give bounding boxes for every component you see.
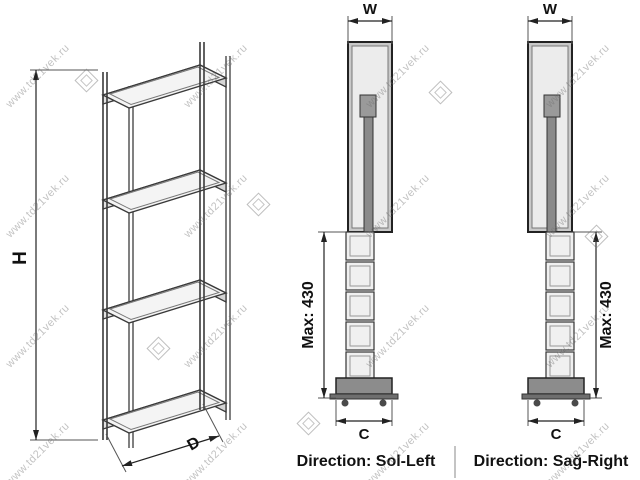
basket-column <box>545 231 575 381</box>
arrowhead <box>593 388 599 398</box>
basket-cell <box>545 291 575 321</box>
width-dimension-label: W <box>363 1 378 18</box>
base-lower-plate <box>521 393 591 400</box>
basket-cell-detail <box>549 355 571 377</box>
basket-column <box>345 231 375 381</box>
max-extension-label: Max: 430 <box>598 281 615 349</box>
shelf-basket <box>102 389 227 434</box>
dimension-max-extension: Max: 430 <box>300 231 346 399</box>
extension-line <box>202 403 224 443</box>
arrowhead <box>528 18 538 24</box>
dimension-base-width: C <box>527 400 585 443</box>
arrowhead <box>593 232 599 242</box>
dimension-width: W <box>527 1 573 44</box>
arrowhead <box>321 388 327 398</box>
width-dimension-label: W <box>543 1 558 18</box>
dimension-max-extension: Max: 430 <box>574 231 615 399</box>
base-lower-plate <box>329 393 399 400</box>
isometric-view: H D <box>10 42 231 473</box>
max-extension-label: Max: 430 <box>300 281 317 349</box>
dimension-base-width: C <box>335 400 393 443</box>
side-view-sag-right: W Max: 430 C Direction: Sağ-Right <box>474 1 629 470</box>
basket-cell-detail <box>549 265 571 287</box>
arrowhead <box>348 18 358 24</box>
base-plate <box>329 377 399 407</box>
base-width-label: C <box>551 426 562 443</box>
wheel <box>379 399 387 407</box>
direction-label-sol-left: Direction: Sol-Left <box>297 453 436 470</box>
basket-cell-detail <box>349 235 371 257</box>
shelf-basket <box>102 169 227 214</box>
basket-cell <box>545 261 575 291</box>
basket-cell-detail <box>349 295 371 317</box>
dimension-height: H <box>10 69 98 441</box>
dimension-width: W <box>347 1 393 44</box>
basket-cell-detail <box>349 325 371 347</box>
direction-label-sag-right: Direction: Sağ-Right <box>474 453 629 470</box>
basket-cell-detail <box>549 295 571 317</box>
basket-cell <box>545 321 575 351</box>
basket-cell <box>545 351 575 381</box>
telescopic-rail <box>363 116 374 233</box>
base-block <box>527 377 585 395</box>
basket-cell-detail <box>549 235 571 257</box>
basket-cell <box>345 231 375 261</box>
arrowhead <box>382 18 392 24</box>
side-view-sol-left: W Max: 430 C Direction: Sol-Left <box>297 1 436 470</box>
depth-dimension-label: D <box>184 434 203 455</box>
shelf-basket <box>102 64 227 109</box>
base-block <box>335 377 393 395</box>
arrowhead <box>33 430 39 440</box>
rail-bracket <box>359 94 377 118</box>
arrowhead <box>574 418 584 424</box>
height-dimension-label: H <box>10 251 31 265</box>
basket-cell <box>345 291 375 321</box>
arrowhead <box>122 460 133 466</box>
arrowhead <box>33 70 39 80</box>
base-width-label: C <box>359 426 370 443</box>
dimension-line <box>121 435 220 467</box>
basket-cell-detail <box>349 265 371 287</box>
arrowhead <box>528 418 538 424</box>
arrowhead <box>208 436 219 442</box>
arrowhead <box>562 18 572 24</box>
wheel <box>341 399 349 407</box>
arrowhead <box>336 418 346 424</box>
telescopic-rail <box>546 116 557 233</box>
rail-bracket <box>543 94 561 118</box>
basket-cell <box>545 231 575 261</box>
shelf-basket <box>102 279 227 324</box>
basket-cell <box>345 261 375 291</box>
wheel <box>571 399 579 407</box>
basket-cell <box>345 351 375 381</box>
base-plate <box>521 377 591 407</box>
basket-cell-detail <box>549 325 571 347</box>
basket-cell <box>345 321 375 351</box>
arrowhead <box>382 418 392 424</box>
arrowhead <box>321 232 327 242</box>
wheel <box>533 399 541 407</box>
basket-cell-detail <box>349 355 371 377</box>
